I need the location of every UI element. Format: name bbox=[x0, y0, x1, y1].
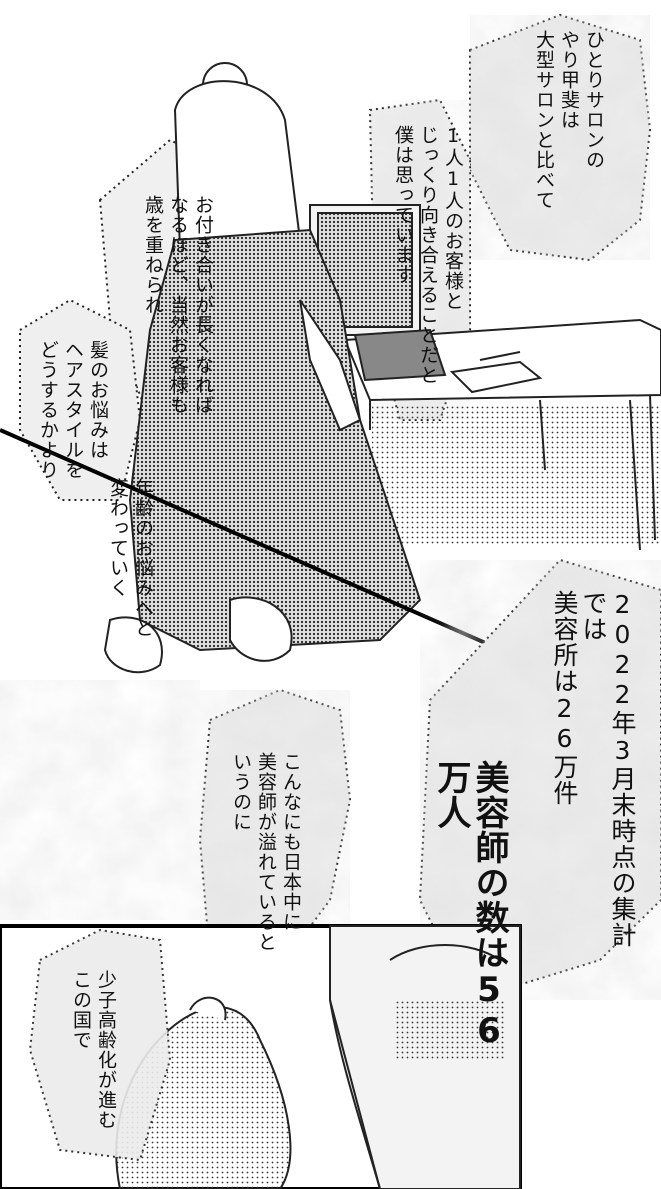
caption-text-stat2: 美容師の数は56万人 bbox=[431, 760, 509, 1052]
notebook-pen bbox=[449, 351, 543, 394]
caption-text-middle: こんなにも日本中に 美容師が溢れていると いうのに bbox=[230, 752, 302, 952]
woman-kneeling bbox=[103, 62, 422, 674]
caption-text-bottom: 少子高齢化が進む この国で bbox=[70, 970, 117, 1130]
caption-text-stat1: 2022年3月末時点の集計では 美容所は26万件 bbox=[550, 590, 637, 948]
caption-bubble-bottom bbox=[28, 928, 172, 1162]
caption-bubble-right bbox=[469, 13, 652, 262]
caption-text-center: 1人1人のお客様と じっくり向き合えることだと 僕は思っています bbox=[392, 125, 464, 385]
caption-text-far-left: 髪のお悩みは ヘアスタイルを どうするかより bbox=[37, 340, 109, 480]
left-cloud-area bbox=[0, 680, 200, 920]
caption-text-right: ひとりサロンの やり甲斐は 大型サロンと比べて bbox=[533, 30, 605, 210]
caption-text-left-top: お付き合いが長くなれば なるほど、当然お客様も 歳を重ねられ bbox=[142, 195, 214, 415]
man-face bbox=[329, 925, 521, 1189]
caption-text-left-bottom: 年齢のお悩みへと 変わっていく bbox=[107, 478, 154, 638]
